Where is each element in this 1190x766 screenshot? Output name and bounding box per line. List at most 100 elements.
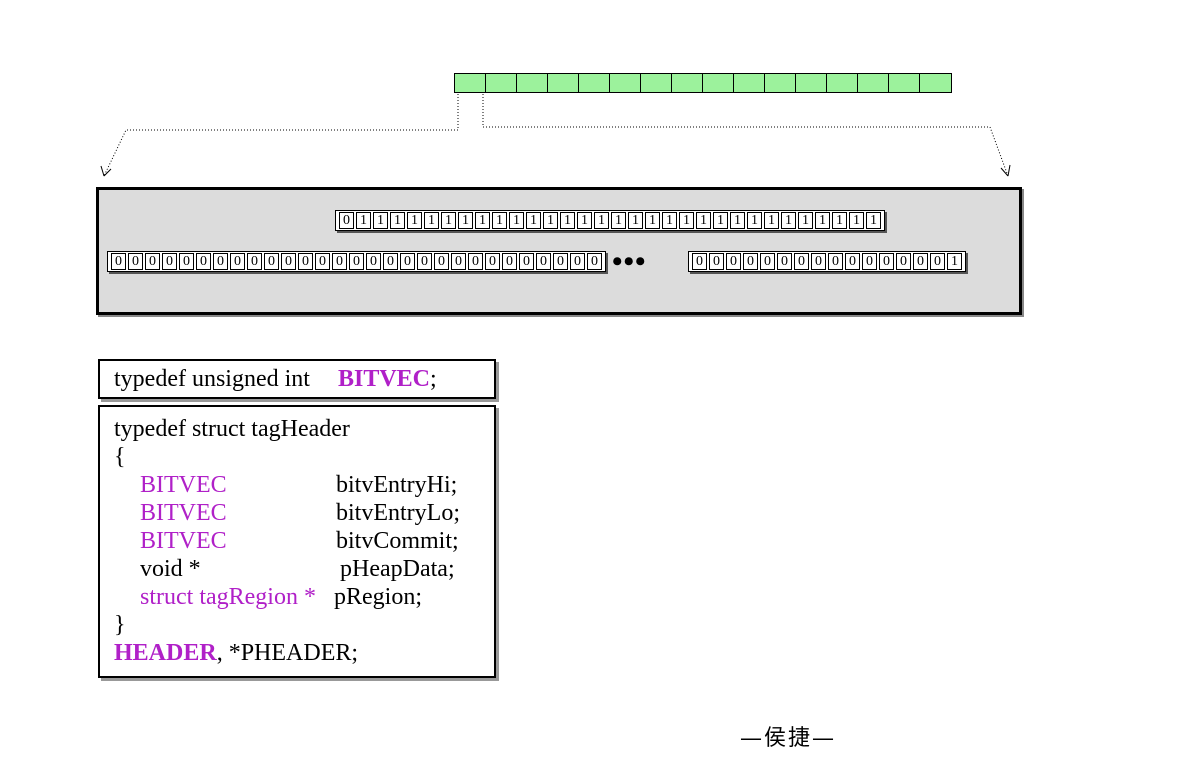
field-type: BITVEC — [140, 472, 227, 498]
struct-decl-line: typedef struct tagHeader — [114, 416, 350, 442]
field-type: BITVEC — [140, 500, 227, 526]
bit-cell: 1 — [798, 212, 813, 229]
bit-cell: 1 — [662, 212, 677, 229]
bit-cell: 1 — [543, 212, 558, 229]
bit-cell: 0 — [315, 253, 330, 270]
bitvec-type-name: BITVEC — [337, 366, 430, 392]
left-arrowhead — [100, 165, 112, 177]
bit-cell: 0 — [264, 253, 279, 270]
bitvec-cell — [641, 74, 672, 92]
bit-cell: 1 — [560, 212, 575, 229]
bit-cell: 1 — [509, 212, 524, 229]
bit-cell: 0 — [247, 253, 262, 270]
bit-cell: 1 — [577, 212, 592, 229]
bit-cell: 1 — [815, 212, 830, 229]
bitvec-cell — [672, 74, 703, 92]
bit-cell: 0 — [213, 253, 228, 270]
bitvec-cell — [796, 74, 827, 92]
field-name: pHeapData; — [340, 556, 455, 582]
bit-cell: 1 — [866, 212, 881, 229]
bit-cell: 1 — [832, 212, 847, 229]
bit-cell: 1 — [390, 212, 405, 229]
bit-cell: 1 — [679, 212, 694, 229]
bit-cell: 1 — [611, 212, 626, 229]
struct-name-line: HEADER, *PHEADER; — [114, 639, 358, 667]
bit-cell: 1 — [628, 212, 643, 229]
bit-cell: 0 — [281, 253, 296, 270]
bitvec-cell — [889, 74, 920, 92]
bit-cell: 0 — [536, 253, 551, 270]
bit-cell: 1 — [458, 212, 473, 229]
bit-cell: 0 — [709, 253, 724, 270]
bitvec-cell — [920, 74, 951, 92]
typedef-prefix: typedef unsigned int — [114, 366, 310, 392]
bitvec-cell — [734, 74, 765, 92]
connector-arrows — [100, 94, 1011, 177]
bit-cell: 1 — [373, 212, 388, 229]
bit-cell: 0 — [400, 253, 415, 270]
left-connector — [103, 94, 459, 177]
bit-cell: 1 — [441, 212, 456, 229]
bit-cell: 0 — [777, 253, 792, 270]
field-type: void * — [140, 556, 201, 582]
bit-cell: 1 — [747, 212, 762, 229]
pheader-type-name: , *PHEADER; — [216, 640, 359, 666]
bitvec-strip — [454, 73, 952, 93]
struct-field: struct tagRegion *pRegion; — [140, 583, 422, 611]
bit-cell: 0 — [451, 253, 466, 270]
bit-cell: 0 — [128, 253, 143, 270]
struct-field: BITVEC bitvEntryLo; — [140, 499, 460, 527]
field-type: BITVEC — [140, 528, 227, 554]
bit-cell: 0 — [726, 253, 741, 270]
bit-cell: 0 — [794, 253, 809, 270]
bitvec-cell — [579, 74, 610, 92]
bit-cell: 0 — [434, 253, 449, 270]
bit-cell: 0 — [553, 253, 568, 270]
bit-cell: 0 — [502, 253, 517, 270]
field-name: pRegion; — [334, 584, 422, 610]
bit-cell: 1 — [475, 212, 490, 229]
bit-cell: 1 — [407, 212, 422, 229]
bit-cell: 0 — [879, 253, 894, 270]
bit-cell: 1 — [764, 212, 779, 229]
bit-cell: 1 — [526, 212, 541, 229]
bit-cell: 0 — [485, 253, 500, 270]
bit-cell: 1 — [645, 212, 660, 229]
bit-cell: 0 — [519, 253, 534, 270]
bit-cell: 0 — [332, 253, 347, 270]
bit-cell: 0 — [570, 253, 585, 270]
bitvec-cell — [486, 74, 517, 92]
close-brace: } — [114, 612, 126, 638]
bit-cell: 1 — [947, 253, 962, 270]
field-name: bitvEntryLo; — [336, 500, 460, 526]
bit-cell: 0 — [468, 253, 483, 270]
bit-cell: 0 — [111, 253, 126, 270]
bit-cell: 0 — [196, 253, 211, 270]
header-type-name: HEADER — [114, 640, 217, 666]
bit-cell: 1 — [424, 212, 439, 229]
bit-cell: 0 — [811, 253, 826, 270]
bit-cell: 0 — [339, 212, 354, 229]
bit-cell: 0 — [862, 253, 877, 270]
bitvec-cell — [517, 74, 548, 92]
typedef-suffix: ; — [430, 366, 437, 392]
bitvec-cell — [548, 74, 579, 92]
bit-cell: 1 — [492, 212, 507, 229]
open-brace: { — [114, 444, 126, 470]
typedef-bitvec-box: typedef unsigned int BITVEC; — [98, 359, 496, 399]
struct-field: void * pHeapData; — [140, 555, 455, 583]
right-connector — [482, 94, 1009, 177]
bit-cell: 0 — [230, 253, 245, 270]
bit-cell: 0 — [828, 253, 843, 270]
bitvec-cell — [858, 74, 889, 92]
bit-cell: 0 — [383, 253, 398, 270]
bit-cell: 0 — [692, 253, 707, 270]
bit-cell: 0 — [366, 253, 381, 270]
